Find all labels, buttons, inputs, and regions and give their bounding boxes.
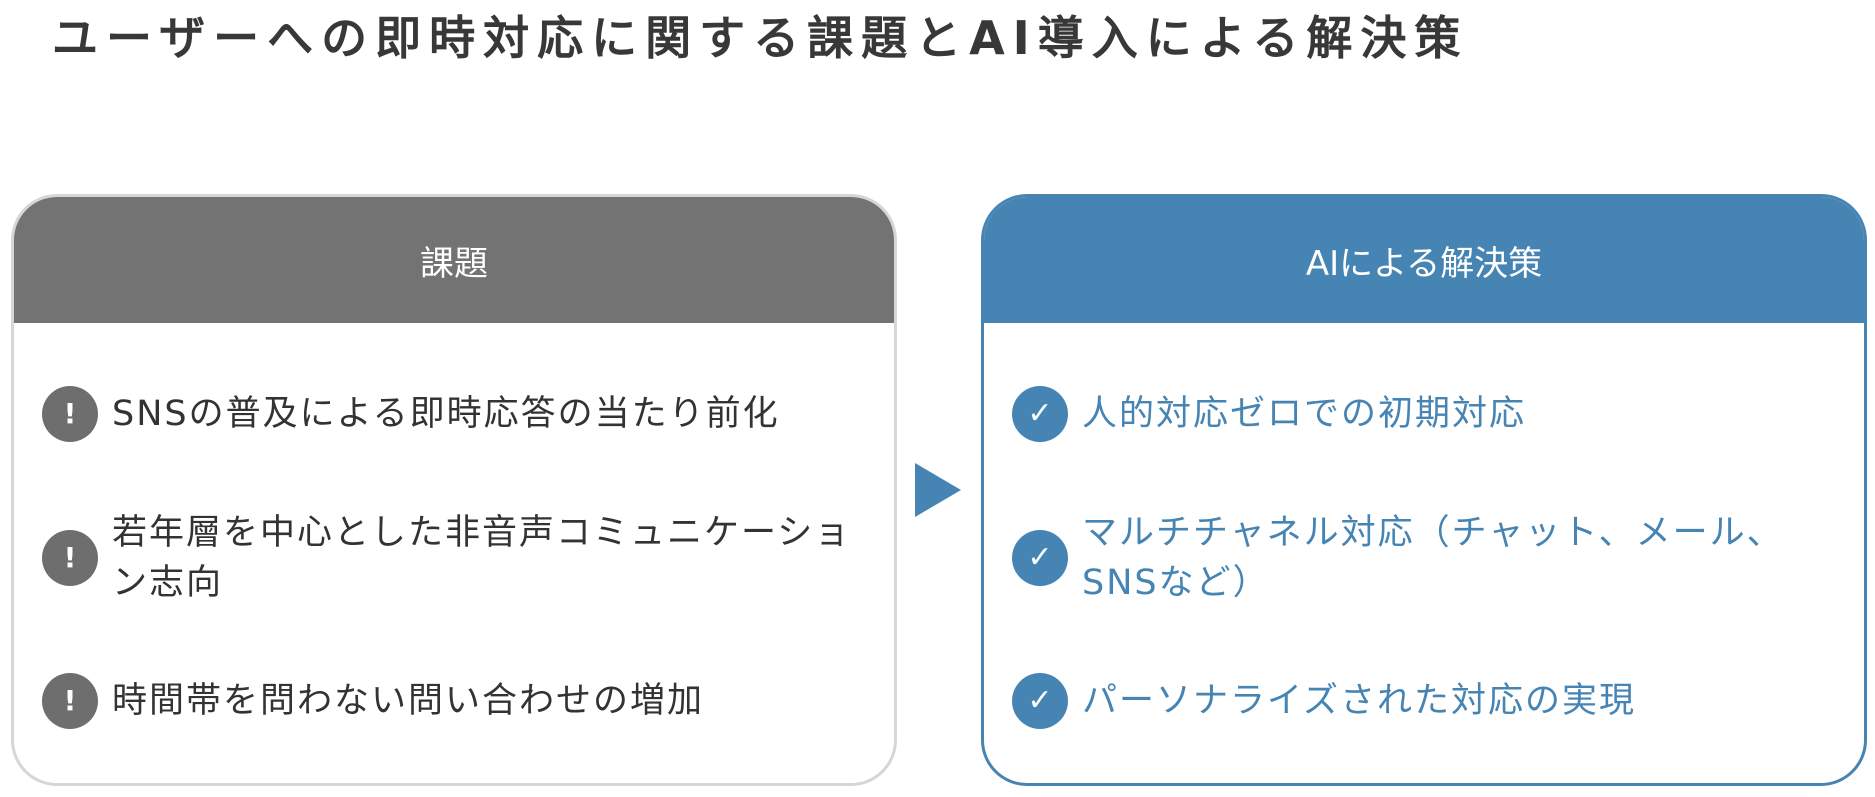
problem-item-text: SNSの普及による即時応答の当たり前化 — [112, 394, 780, 434]
solution-item-text: 人的対応ゼロでの初期対応 — [1082, 394, 1527, 434]
problem-item: ! 時間帯を問わない問い合わせの増加 — [42, 673, 864, 729]
problem-item-text: 時間帯を問わない問い合わせの増加 — [112, 681, 705, 721]
problems-panel: 課題 ! SNSの普及による即時応答の当たり前化 ! 若年層を中心とした非音声コ… — [11, 194, 897, 786]
solution-item: ✓ パーソナライズされた対応の実現 — [1012, 673, 1834, 729]
page-title: ユーザーへの即時対応に関する課題とAI導入による解決策 — [52, 11, 1469, 65]
solution-item-text: パーソナライズされた対応の実現 — [1082, 681, 1636, 721]
arrow-right-icon — [915, 463, 961, 517]
exclamation-icon: ! — [42, 673, 98, 729]
solution-item-text: マルチチャネル対応（チャット、メール、SNSなど） — [1082, 513, 1784, 603]
solutions-panel: AIによる解決策 ✓ 人的対応ゼロでの初期対応 ✓ マルチチャネル対応（チャット… — [981, 194, 1867, 786]
exclamation-icon: ! — [42, 386, 98, 442]
problems-header: 課題 — [14, 197, 894, 323]
exclamation-icon: ! — [42, 530, 98, 586]
solution-item: ✓ マルチチャネル対応（チャット、メール、SNSなど） — [1012, 508, 1834, 608]
solution-item: ✓ 人的対応ゼロでの初期対応 — [1012, 386, 1834, 442]
problem-item-text: 若年層を中心とした非音声コミュニケーション志向 — [112, 513, 852, 603]
check-icon: ✓ — [1012, 386, 1068, 442]
problem-item: ! 若年層を中心とした非音声コミュニケーション志向 — [42, 508, 864, 608]
check-icon: ✓ — [1012, 673, 1068, 729]
check-icon: ✓ — [1012, 530, 1068, 586]
problem-item: ! SNSの普及による即時応答の当たり前化 — [42, 386, 864, 442]
solutions-header: AIによる解決策 — [984, 197, 1864, 323]
